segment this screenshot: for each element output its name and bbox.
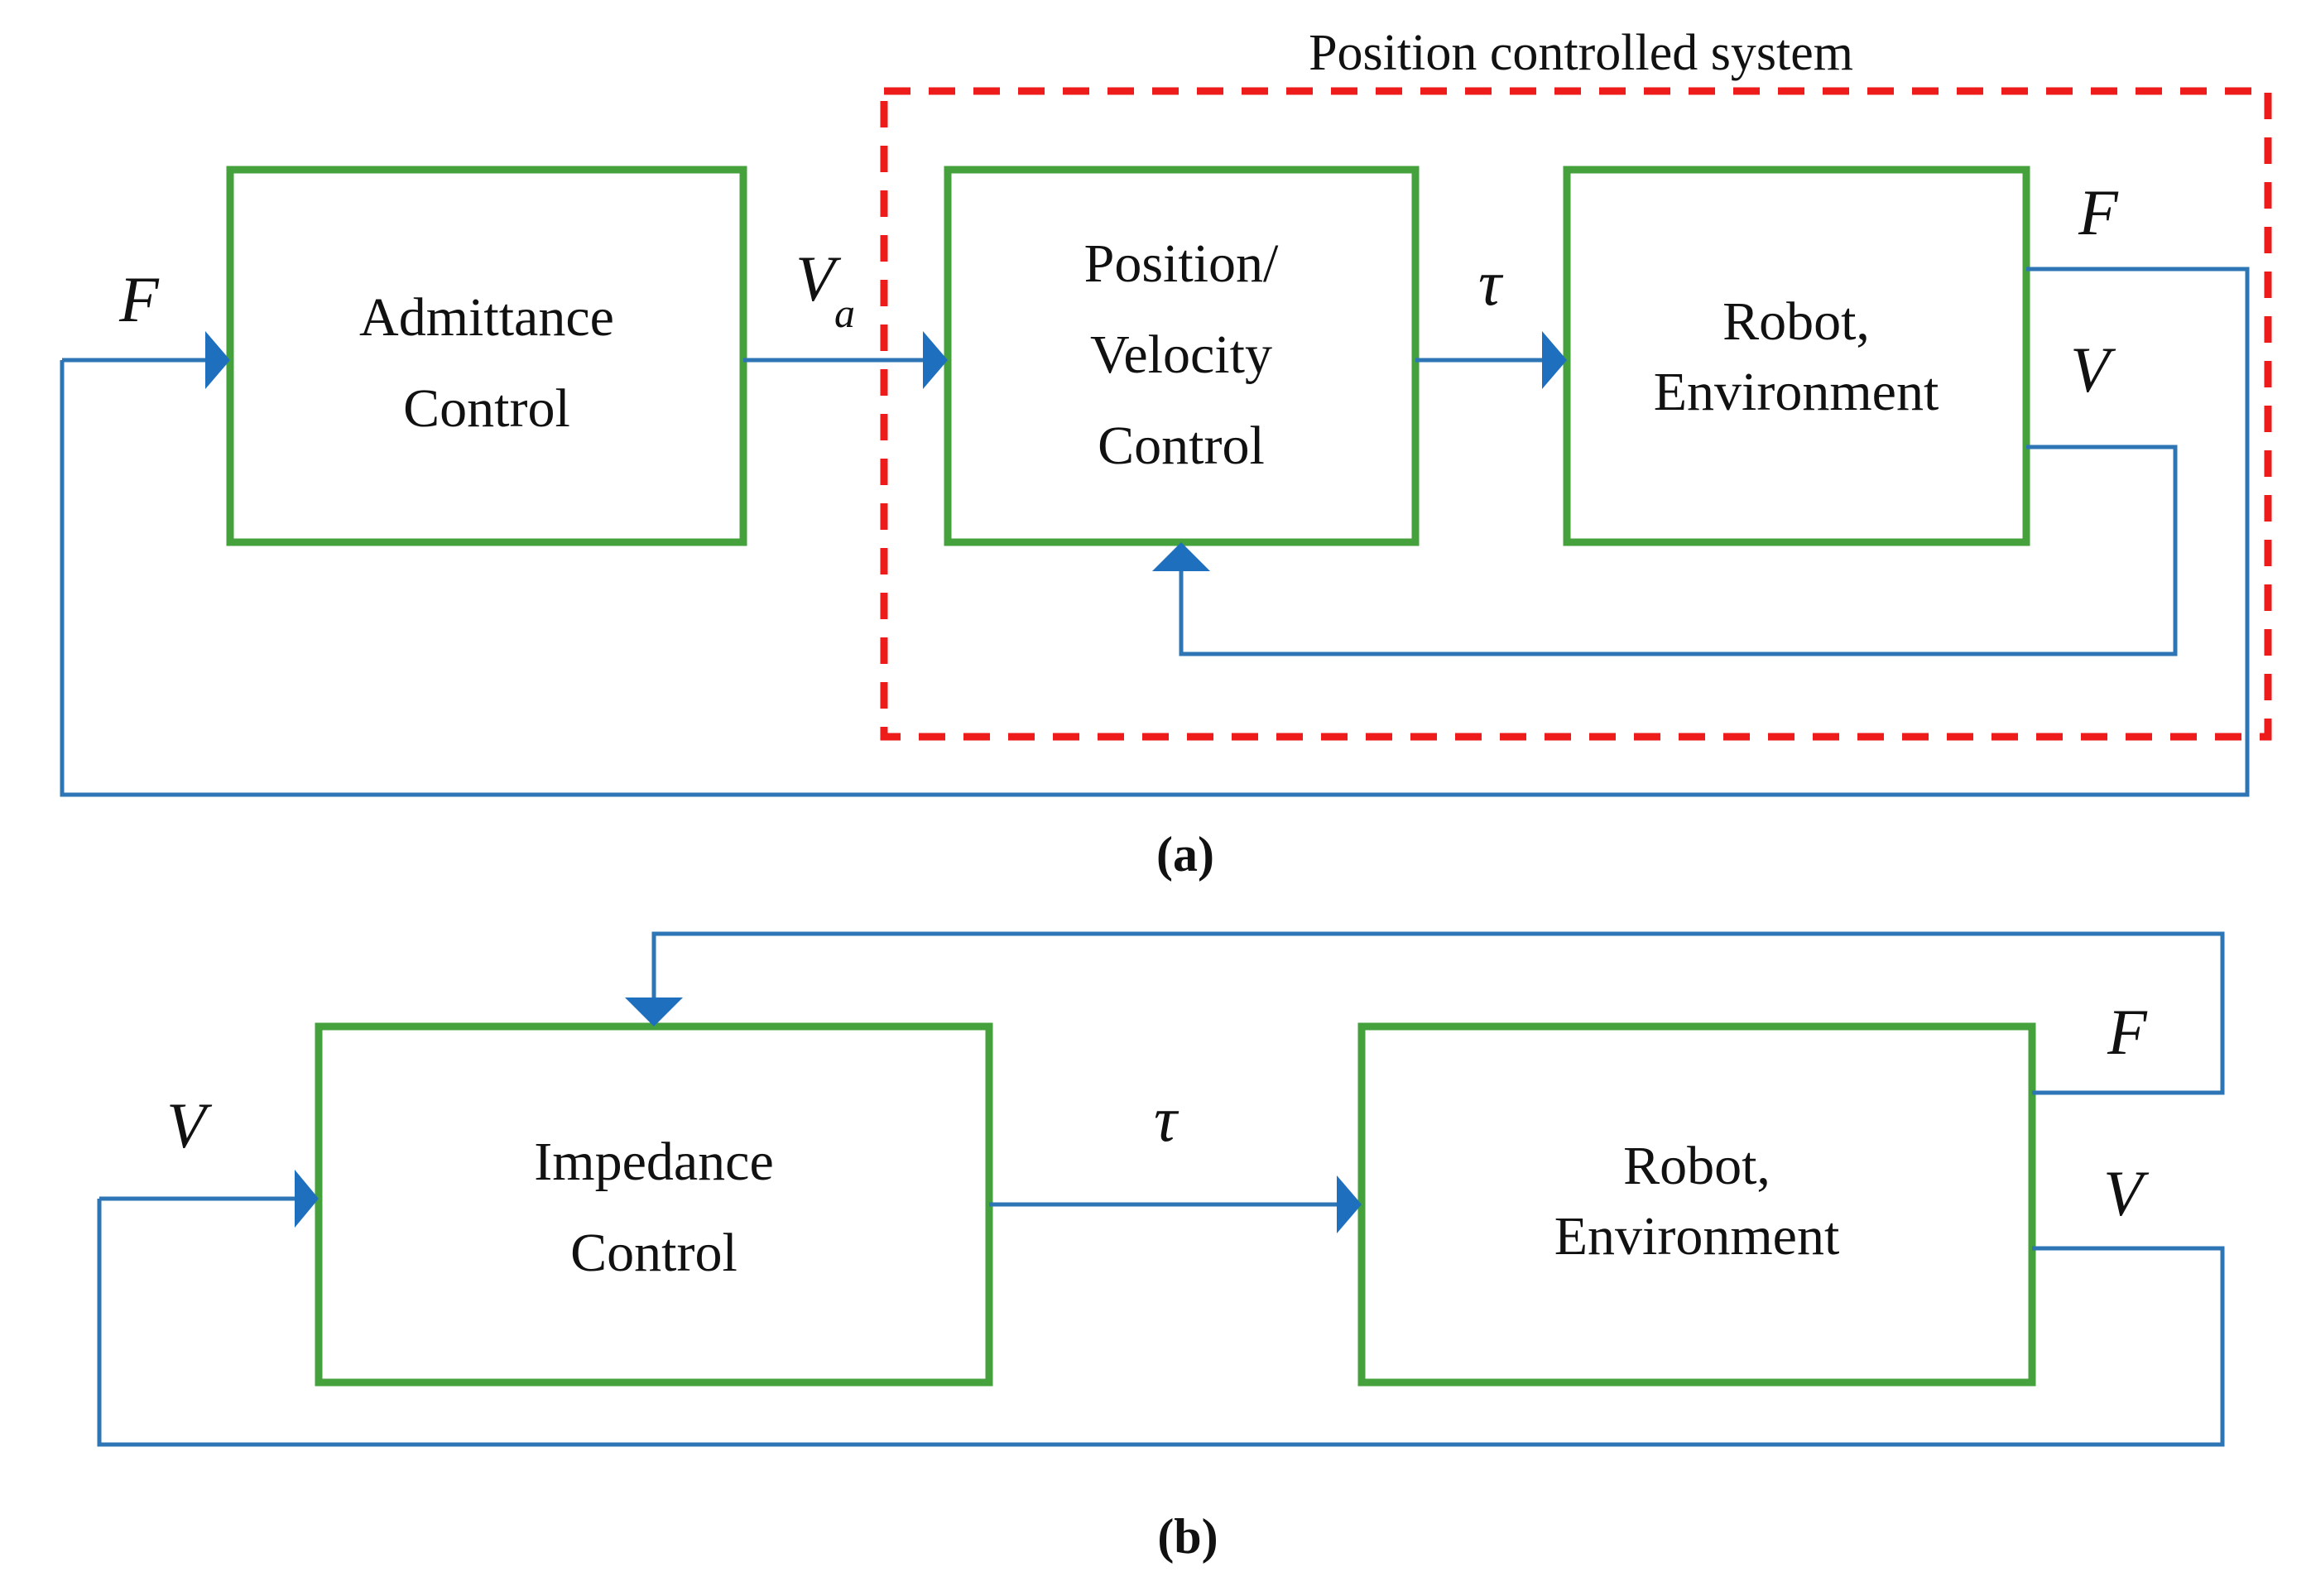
- panel-b: Impedance Control Robot, Environment V τ…: [97, 931, 2225, 1564]
- block-admittance-control-line2: Control: [403, 378, 570, 439]
- block-admittance-control-line1: Admittance: [359, 287, 614, 348]
- block-robot-environment-a-line1: Robot,: [1722, 291, 1870, 352]
- wire-feedback-velocity-a: [1179, 445, 2178, 656]
- panel-a-caption: (a): [1156, 827, 1214, 882]
- block-robot-environment-a-line2: Environment: [1654, 362, 1939, 422]
- block-impedance-control[interactable]: [315, 1022, 993, 1387]
- block-position-velocity-control[interactable]: [944, 166, 1420, 546]
- arrowhead-va: [923, 331, 948, 389]
- signal-label-input-force-a: F: [118, 263, 160, 335]
- block-impedance-control-line1: Impedance: [534, 1132, 774, 1192]
- block-impedance-control-line2: Control: [570, 1223, 738, 1283]
- panel-b-caption: (b): [1157, 1509, 1218, 1564]
- signal-label-torque-a: τ: [1478, 247, 1504, 319]
- signal-label-output-velocity-a: V: [2070, 334, 2116, 406]
- panel-a: Position controlled system Admittance Co…: [60, 25, 2272, 882]
- block-admittance-control[interactable]: [226, 166, 747, 546]
- signal-label-va-subscript: a: [834, 290, 855, 336]
- signal-label-va-base: V: [795, 243, 842, 315]
- signal-label-input-velocity-b: V: [166, 1089, 213, 1161]
- block-robot-environment-b-line1: Robot,: [1623, 1136, 1770, 1196]
- arrowhead-torque-a: [1542, 331, 1567, 389]
- block-robot-environment-b[interactable]: [1357, 1022, 2036, 1387]
- signal-label-output-velocity-b: V: [2103, 1157, 2150, 1229]
- position-controlled-system-title: Position controlled system: [1309, 25, 1853, 81]
- arrowhead-feedback-force-b: [625, 997, 683, 1026]
- arrowhead-torque-b: [1337, 1175, 1362, 1233]
- block-robot-environment-b-line2: Environment: [1554, 1206, 1840, 1267]
- block-position-velocity-control-line3: Control: [1098, 416, 1265, 476]
- block-robot-environment-a[interactable]: [1563, 166, 2030, 546]
- arrowhead-input-velocity-b: [295, 1170, 319, 1228]
- arrowhead-feedback-velocity-a: [1152, 542, 1210, 571]
- block-position-velocity-control-line2: Velocity: [1090, 324, 1272, 385]
- block-position-velocity-control-line1: Position/: [1084, 233, 1279, 294]
- arrowhead-input-force-a: [205, 331, 230, 389]
- signal-label-torque-b: τ: [1154, 1083, 1180, 1155]
- signal-label-output-force-a: F: [2078, 176, 2119, 248]
- wire-feedback-force-b: [651, 931, 2225, 1095]
- position-controlled-system-region: [880, 87, 2272, 741]
- signal-label-output-force-b: F: [2107, 996, 2148, 1068]
- wire-feedback-force-a: [60, 267, 2250, 797]
- wire-feedback-velocity-b: [97, 1199, 2225, 1447]
